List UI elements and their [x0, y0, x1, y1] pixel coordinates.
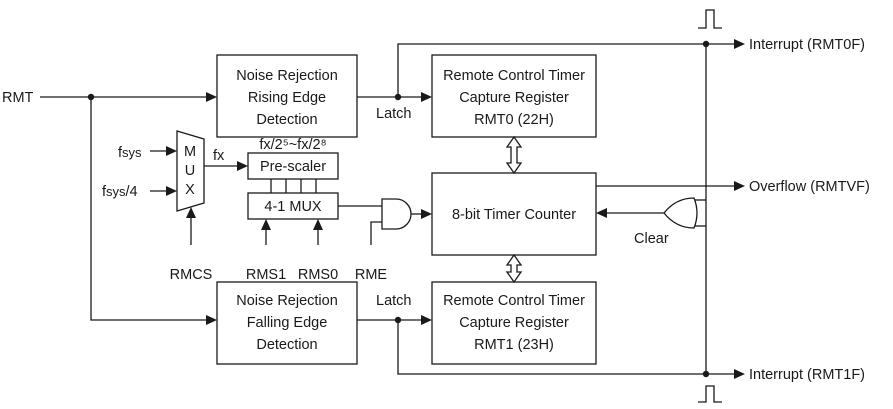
overflow-arrow: [734, 181, 745, 191]
fx-label: fx: [213, 148, 225, 164]
latch-bottom-label: Latch: [376, 293, 411, 309]
fsys-sub: sys: [122, 145, 142, 160]
noise-falling-line3: Detection: [256, 337, 317, 353]
rme-label: RME: [355, 267, 388, 283]
timer-counter-label: 8-bit Timer Counter: [452, 207, 576, 223]
capture-top-line1: Remote Control Timer: [443, 68, 585, 84]
latch-bottom-to-interrupt-wire: [397, 320, 735, 375]
rms0-arrow: [313, 219, 323, 230]
rms1-label: RMS1: [246, 267, 286, 283]
capture-register-rmt0-block: [431, 54, 597, 138]
and-to-counter-arrow: [421, 209, 432, 219]
mux-letter-x: X: [185, 182, 195, 198]
latch-top-to-interrupt-wire: [397, 43, 735, 97]
latch-top-label: Latch: [376, 106, 411, 122]
clock-mux-block: [176, 130, 205, 212]
noise-rising-line2: Rising Edge: [248, 90, 326, 106]
capture-top-line2: Capture Register: [459, 90, 569, 106]
mux-letter-m: M: [184, 144, 196, 160]
mux-letter-u: U: [185, 163, 195, 179]
rising-input-arrow: [206, 92, 217, 102]
rmcs-arrow: [186, 207, 196, 218]
clear-label: Clear: [634, 231, 669, 247]
noise-falling-line2: Falling Edge: [247, 315, 328, 331]
noise-rising-line1: Noise Rejection: [236, 68, 338, 84]
fsys4-arrow: [166, 186, 177, 196]
counter-to-capture-bottom-bus: [505, 253, 523, 284]
latch-top-arrow: [421, 92, 432, 102]
rms1-arrow: [261, 219, 271, 230]
fsys-arrow: [166, 146, 177, 156]
rmt-branch-wire: [90, 97, 207, 321]
counter-to-capture-top-bus: [505, 135, 523, 175]
interrupt-bottom-label: Interrupt (RMT1F): [749, 367, 865, 383]
noise-falling-line1: Noise Rejection: [236, 293, 338, 309]
capture-bottom-line1: Remote Control Timer: [443, 293, 585, 309]
and-gate-icon: [381, 198, 412, 230]
capture-bottom-line3: RMT1 (23H): [474, 337, 554, 353]
prescaler-label: Pre-scaler: [260, 159, 326, 175]
mux-4-1-block: [247, 192, 339, 220]
clear-arrow: [596, 208, 607, 218]
pulse-bottom-icon: [698, 385, 722, 403]
rme-wire: [370, 221, 382, 245]
pulse-top-icon: [698, 9, 722, 29]
interrupt-top-arrow: [734, 39, 745, 49]
rms0-label: RMS0: [298, 267, 338, 283]
capture-bottom-line2: Capture Register: [459, 315, 569, 331]
prescale-range-label: fx/2⁵~fx/2⁸: [259, 137, 326, 153]
fsys4-sub: sys: [106, 184, 126, 199]
fx-arrow: [237, 161, 248, 171]
overflow-label: Overflow (RMTVF): [749, 179, 870, 195]
interrupt-top-label: Interrupt (RMT0F): [749, 37, 865, 53]
latch-bottom-arrow: [421, 315, 432, 325]
mux-4-1-label: 4-1 MUX: [264, 199, 322, 215]
noise-rejection-rising-block: [216, 54, 358, 138]
noise-rising-line3: Detection: [256, 112, 317, 128]
or-gate-icon: [663, 197, 698, 229]
fsys4-label: fsys/4: [102, 184, 138, 200]
capture-register-rmt1-block: [431, 281, 597, 365]
prescaler-block: [247, 152, 339, 180]
falling-input-arrow: [206, 315, 217, 325]
rmt-input-label: RMT: [2, 90, 34, 106]
interrupt-bottom-arrow: [734, 369, 745, 379]
noise-rejection-falling-block: [216, 281, 358, 365]
rmcs-label: RMCS: [170, 267, 213, 283]
fsys-label: fsys: [118, 145, 142, 161]
capture-top-line3: RMT0 (22H): [474, 112, 554, 128]
